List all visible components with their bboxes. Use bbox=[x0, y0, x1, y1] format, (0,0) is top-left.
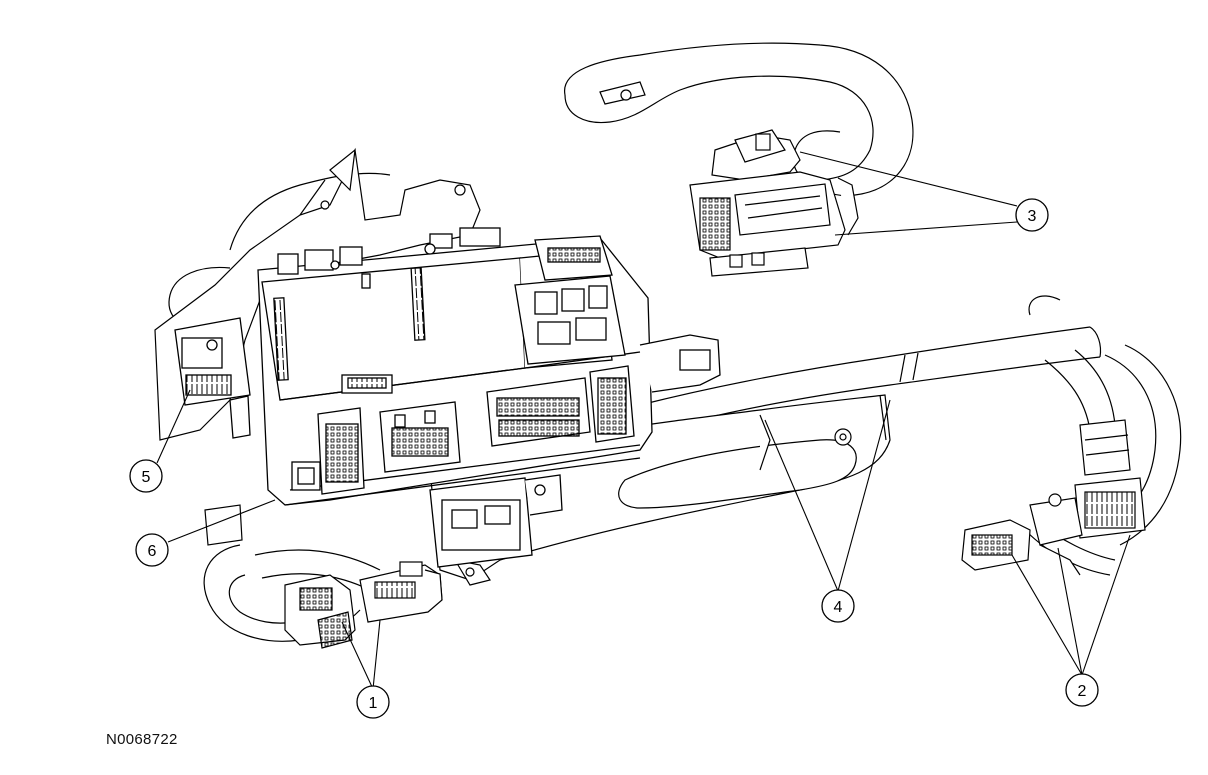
callout-5-label: 5 bbox=[142, 469, 151, 486]
connector-group-3 bbox=[689, 129, 859, 277]
callout-4: 4 bbox=[821, 589, 855, 623]
callout-6-label: 6 bbox=[148, 543, 157, 560]
connector-group-2 bbox=[961, 419, 1146, 576]
callout-2: 2 bbox=[1065, 673, 1099, 707]
figure-id: N0068722 bbox=[106, 731, 178, 748]
callout-2-label: 2 bbox=[1078, 683, 1087, 700]
callout-4-label: 4 bbox=[834, 599, 843, 616]
callout-1-label: 1 bbox=[369, 695, 378, 712]
callout-6: 6 bbox=[135, 533, 169, 567]
callout-3: 3 bbox=[1015, 198, 1049, 232]
callout-5: 5 bbox=[129, 459, 163, 493]
junction-module bbox=[174, 227, 721, 568]
connector-group-1 bbox=[284, 561, 443, 649]
wire-harness bbox=[168, 42, 1182, 642]
leader-lines bbox=[156, 151, 1131, 690]
lower-bracket bbox=[429, 394, 891, 586]
callout-1: 1 bbox=[356, 685, 390, 719]
callout-3-label: 3 bbox=[1028, 208, 1037, 225]
